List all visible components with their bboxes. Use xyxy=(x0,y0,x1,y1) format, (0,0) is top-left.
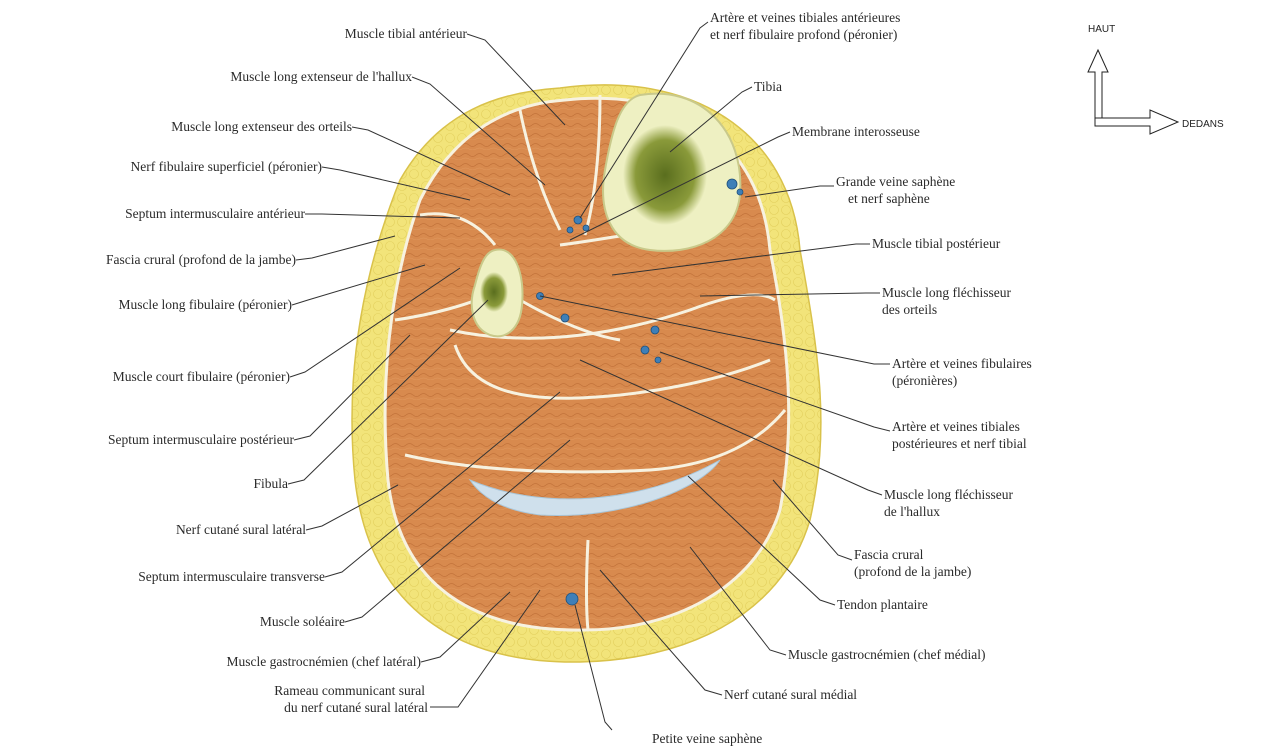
label-plantaris-tendon: Tendon plantaire xyxy=(837,597,928,612)
label-flexor-hallucis-longus-2: de l'hallux xyxy=(884,504,940,519)
label-medial-sural-cutaneous-nerve: Nerf cutané sural médial xyxy=(724,687,857,702)
label-fibularis-longus: Muscle long fibulaire (péronier) xyxy=(118,297,292,312)
label-crural-fascia-right-2: (profond de la jambe) xyxy=(854,564,971,579)
label-tibialis-posterior: Muscle tibial postérieur xyxy=(872,236,1001,251)
label-great-saphenous-vein-2: et nerf saphène xyxy=(848,191,930,206)
right-arrow-icon xyxy=(1095,110,1178,134)
label-fibularis-brevis: Muscle court fibulaire (péronier) xyxy=(113,369,290,384)
label-flexor-hallucis-longus-1: Muscle long fléchisseur xyxy=(884,487,1013,502)
label-flexor-digitorum-longus-2: des orteils xyxy=(882,302,937,317)
orientation-medial-label: DEDANS xyxy=(1182,119,1224,130)
label-posterior-tibial-vessels-1: Artère et veines tibiales xyxy=(892,419,1020,434)
label-fibular-vessels-2: (péronières) xyxy=(892,373,957,388)
label-soleus: Muscle soléaire xyxy=(260,614,345,629)
orientation-up-label: HAUT xyxy=(1088,24,1115,35)
label-great-saphenous-vein-1: Grande veine saphène xyxy=(836,174,955,189)
label-posterior-intermuscular-septum: Septum intermusculaire postérieur xyxy=(108,432,294,447)
label-crural-fascia-right-1: Fascia crural xyxy=(854,547,924,562)
label-extensor-digitorum-longus: Muscle long extenseur des orteils xyxy=(171,119,352,134)
fibula-marrow xyxy=(480,272,508,312)
label-superficial-fibular-nerve: Nerf fibulaire superficiel (péronier) xyxy=(130,159,322,174)
label-tibialis-anterior: Muscle tibial antérieur xyxy=(345,26,468,41)
label-sural-communicating-branch-2: du nerf cutané sural latéral xyxy=(284,700,428,715)
label-small-saphenous-vein: Petite veine saphène xyxy=(652,731,762,746)
label-anterior-tibial-vessels-2: et nerf fibulaire profond (péronier) xyxy=(710,27,897,42)
label-interosseous-membrane: Membrane interosseuse xyxy=(792,124,920,139)
label-sural-communicating-branch-1: Rameau communicant sural xyxy=(274,683,425,698)
label-anterior-intermuscular-septum: Septum intermusculaire antérieur xyxy=(125,206,305,221)
orientation-indicator: HAUT DEDANS xyxy=(1088,24,1224,134)
label-lateral-sural-cutaneous-nerve: Nerf cutané sural latéral xyxy=(176,522,306,537)
label-posterior-tibial-vessels-2: postérieures et nerf tibial xyxy=(892,436,1027,451)
label-anterior-tibial-vessels-1: Artère et veines tibiales antérieures xyxy=(710,10,900,25)
label-fibula: Fibula xyxy=(253,476,288,491)
label-gastrocnemius-medial: Muscle gastrocnémien (chef médial) xyxy=(788,647,986,662)
tibia-marrow xyxy=(623,125,707,225)
label-fibular-vessels-1: Artère et veines fibulaires xyxy=(892,356,1032,371)
label-extensor-hallucis-longus: Muscle long extenseur de l'hallux xyxy=(230,69,412,84)
label-tibia: Tibia xyxy=(754,79,782,94)
up-arrow-icon xyxy=(1088,50,1108,122)
label-transverse-intermuscular-septum: Septum intermusculaire transverse xyxy=(138,569,325,584)
label-gastrocnemius-lateral: Muscle gastrocnémien (chef latéral) xyxy=(226,654,421,669)
label-crural-fascia-left: Fascia crural (profond de la jambe) xyxy=(106,252,296,267)
label-flexor-digitorum-longus-1: Muscle long fléchisseur xyxy=(882,285,1011,300)
